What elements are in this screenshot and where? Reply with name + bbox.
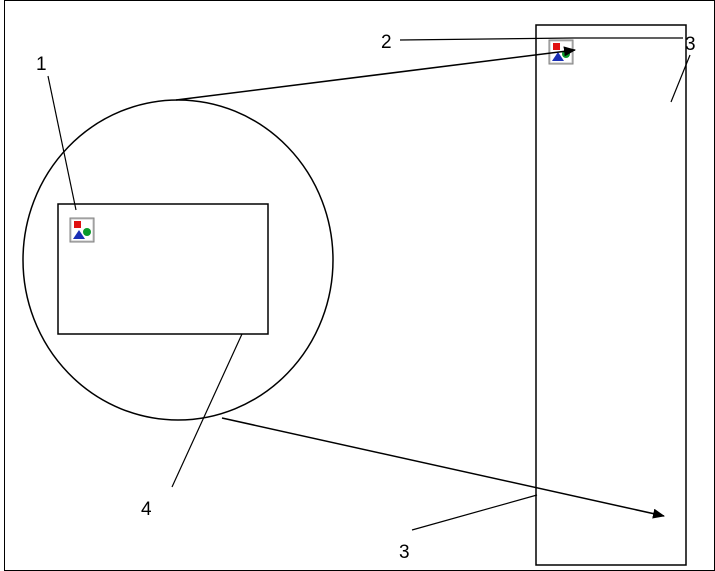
magnifier-circle — [22, 99, 334, 421]
callout-2: 2 — [381, 32, 392, 53]
callout-4: 4 — [141, 499, 152, 520]
callout-3-bottom: 3 — [399, 542, 410, 563]
leader-line-4 — [171, 333, 243, 488]
lower-connector-arrow — [221, 417, 665, 519]
callout-1: 1 — [36, 54, 47, 75]
image-placeholder-icon — [69, 217, 95, 243]
leader-line-2 — [399, 37, 574, 41]
leader-line-1 — [47, 75, 77, 211]
inner-window — [57, 203, 269, 335]
upper-connector-arrow — [175, 46, 576, 101]
page-border — [4, 0, 715, 571]
callout-3-top: 3 — [685, 34, 696, 55]
leader-line-3-bottom — [411, 494, 538, 531]
leader-line-3-top — [670, 54, 691, 103]
tall-panel — [535, 24, 687, 566]
